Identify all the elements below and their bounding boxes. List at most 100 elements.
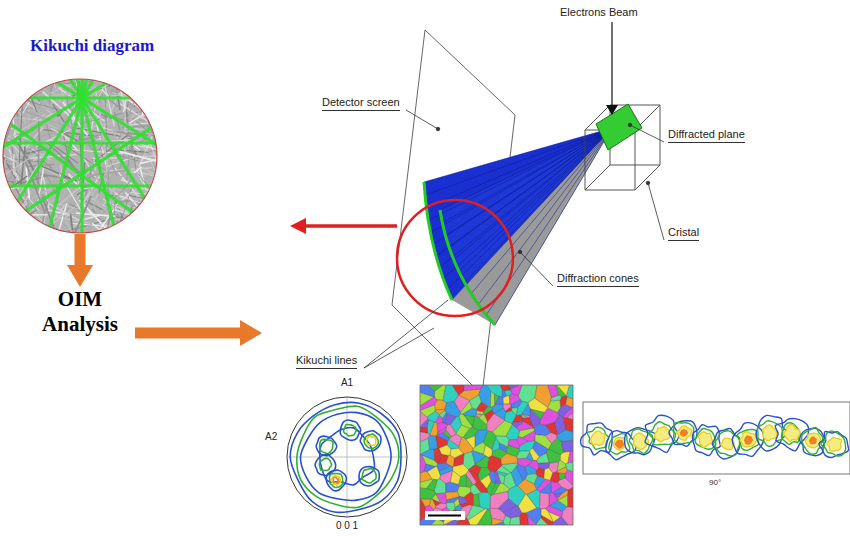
pole-contours <box>329 474 343 488</box>
kikuchi-indexed-lines <box>0 141 160 144</box>
grain-cells <box>555 415 566 433</box>
odf-contours <box>655 426 671 441</box>
kikuchi-indexed-lines <box>0 184 160 187</box>
odf-contours <box>819 431 849 457</box>
grain-cells <box>545 433 557 444</box>
pole-contours <box>340 420 360 440</box>
pattern-title: Kikuchi diagram <box>30 36 154 56</box>
grain-cells <box>559 473 565 480</box>
grain-cells <box>443 430 451 438</box>
leader-lines <box>518 250 522 254</box>
grain-cells <box>428 436 437 450</box>
beam-label: Electrons Beam <box>560 6 638 19</box>
grain-cells <box>494 408 505 420</box>
electron-beam <box>611 22 612 114</box>
kikuchi-bands <box>141 211 162 213</box>
odf-contours <box>614 437 626 450</box>
crystal-label: Cristal <box>668 226 699 241</box>
kikuchi-bands <box>35 201 48 256</box>
kikuchi-bands <box>0 71 41 85</box>
kikuchi-bands <box>145 200 147 220</box>
pole-contours <box>362 469 376 483</box>
pole-contours <box>315 454 336 475</box>
kikuchi-bands <box>144 148 164 191</box>
kikuchi-bands <box>140 227 154 229</box>
pole-contours <box>290 402 401 512</box>
grain-cells <box>506 425 519 440</box>
grain-cells <box>509 385 519 389</box>
pole-figure <box>347 397 348 517</box>
grain-cells <box>454 395 469 412</box>
odf-contours <box>674 422 694 443</box>
kikuchi-indexed-lines <box>0 0 199 285</box>
grain-cells <box>473 416 487 430</box>
grain-cells <box>472 451 486 464</box>
kikuchi-bands <box>115 210 163 226</box>
pole-contours <box>290 402 401 512</box>
grain-cells <box>499 443 507 452</box>
grain-cells <box>459 474 467 486</box>
odf-contours <box>821 431 846 456</box>
kikuchi-bands <box>0 78 5 120</box>
grain-cells <box>464 492 474 506</box>
kikuchi-bands <box>133 208 144 233</box>
cone-rays <box>471 128 612 294</box>
odf-contours <box>738 430 759 451</box>
orientation-map <box>420 385 573 525</box>
kikuchi-bands <box>148 202 163 253</box>
diffraction-cones <box>424 128 612 325</box>
odf-contours <box>649 422 676 445</box>
cone-rays <box>425 128 612 195</box>
kikuchi-bands <box>33 214 48 216</box>
kikuchi-bands <box>152 89 161 120</box>
grain-cells <box>464 385 483 391</box>
grain-cells <box>504 506 522 518</box>
cone-rays <box>436 128 612 256</box>
kikuchi-bands <box>4 221 23 226</box>
kikuchi-bands <box>0 75 10 87</box>
cone-rays <box>495 128 612 325</box>
grain-cells <box>557 490 568 500</box>
kikuchi-bands <box>153 70 160 96</box>
axis-label: A1 <box>341 377 353 389</box>
kikuchi-bands <box>13 154 15 174</box>
cone-rays <box>443 128 612 279</box>
cone-rays <box>454 128 612 260</box>
cones-label: Diffraction cones <box>557 272 639 287</box>
diffraction-cones <box>440 128 612 325</box>
kikuchi-bands <box>108 76 138 89</box>
kikuchi-indexed-lines <box>0 96 302 99</box>
kikuchi-lines-label: Kikuchi lines <box>296 354 357 369</box>
grain-cells <box>427 420 434 435</box>
kikuchi-indexed-lines <box>0 0 269 215</box>
kikuchi-bands <box>137 84 179 107</box>
kikuchi-bands <box>131 96 164 128</box>
grain-cells <box>454 499 459 508</box>
grain-cells <box>436 493 447 503</box>
cone-rays <box>439 128 612 268</box>
kikuchi-bands <box>10 203 27 223</box>
kikuchi-bands <box>130 53 152 105</box>
grain-cells <box>476 402 487 412</box>
odf-contours <box>783 425 800 442</box>
pattern-node: Kikuchi diagram <box>0 30 165 234</box>
kikuchi-bands <box>86 169 130 176</box>
diffracted-plane <box>596 104 642 150</box>
kikuchi-bands <box>0 154 31 155</box>
leader-lines <box>406 110 438 129</box>
kikuchi-bands <box>1 97 3 155</box>
pole-contours <box>320 439 334 453</box>
kikuchi-bands <box>143 147 169 153</box>
grain-cells <box>509 516 520 525</box>
grain-cells <box>516 436 528 445</box>
grain-cells <box>439 411 446 418</box>
analysis-title: OIM Analysis <box>25 287 135 337</box>
kikuchi-bands <box>0 214 21 216</box>
kikuchi-bands <box>13 216 32 227</box>
kikuchi-bands <box>0 210 25 231</box>
odf-contours <box>781 423 800 445</box>
kikuchi-indexed-lines <box>0 122 160 228</box>
grain-cells <box>495 471 501 483</box>
kikuchi-bands <box>129 102 164 123</box>
grain-cells <box>530 409 541 428</box>
